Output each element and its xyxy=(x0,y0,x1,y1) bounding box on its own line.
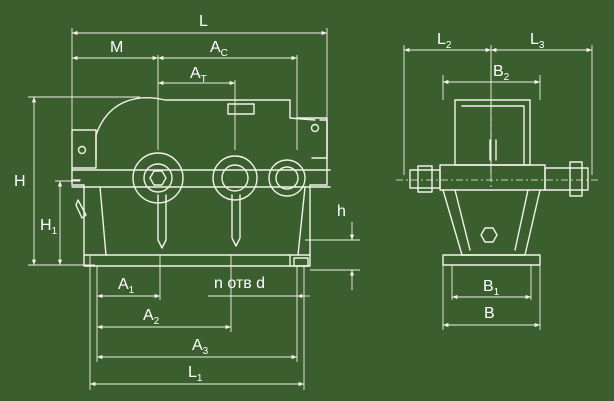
label-B: B xyxy=(484,305,495,322)
label-B2: B2 xyxy=(493,63,510,83)
label-At: AT xyxy=(190,65,207,85)
gearbox-housing xyxy=(71,97,331,267)
dim-H1: H1 xyxy=(40,181,63,265)
label-Ac: AC xyxy=(210,39,228,59)
dim-L2: L2 xyxy=(404,31,491,53)
label-L2: L2 xyxy=(437,31,452,51)
label-holes: n отв d xyxy=(214,275,265,292)
dim-A3: A3 xyxy=(96,337,297,360)
label-h: h xyxy=(337,203,346,220)
shaft-intermediate xyxy=(212,155,258,201)
dim-h: h xyxy=(337,203,355,290)
dim-holes: n отв d xyxy=(208,275,310,299)
label-H1: H1 xyxy=(40,217,58,237)
label-L1: L1 xyxy=(188,364,203,384)
dim-L: L xyxy=(71,13,327,36)
label-A2: A2 xyxy=(143,307,160,327)
dim-A1: A1 xyxy=(96,276,160,299)
side-view: L2 L3 B2 xyxy=(396,31,600,330)
dim-L3: L3 xyxy=(491,31,592,53)
label-L3: L3 xyxy=(530,31,545,51)
label-M: M xyxy=(110,39,123,56)
label-L: L xyxy=(199,13,208,30)
dim-L1: L1 xyxy=(89,364,304,387)
label-B1: B1 xyxy=(483,278,500,298)
shaft-input xyxy=(132,152,184,204)
label-H: H xyxy=(14,173,26,190)
front-view: L M AC AT H H1 xyxy=(14,13,360,390)
dim-B1: B1 xyxy=(452,278,531,300)
dim-M: M xyxy=(71,39,158,61)
dim-B: B xyxy=(443,305,540,328)
dim-B2: B2 xyxy=(443,63,540,85)
label-A1: A1 xyxy=(118,276,135,296)
shaft-output xyxy=(268,159,306,197)
label-A3: A3 xyxy=(192,337,209,357)
gearbox-side-body xyxy=(409,99,589,266)
dim-Ac: AC xyxy=(158,39,297,61)
dim-H: H xyxy=(14,96,37,265)
dim-A2: A2 xyxy=(96,307,231,330)
dim-At: AT xyxy=(158,65,235,86)
